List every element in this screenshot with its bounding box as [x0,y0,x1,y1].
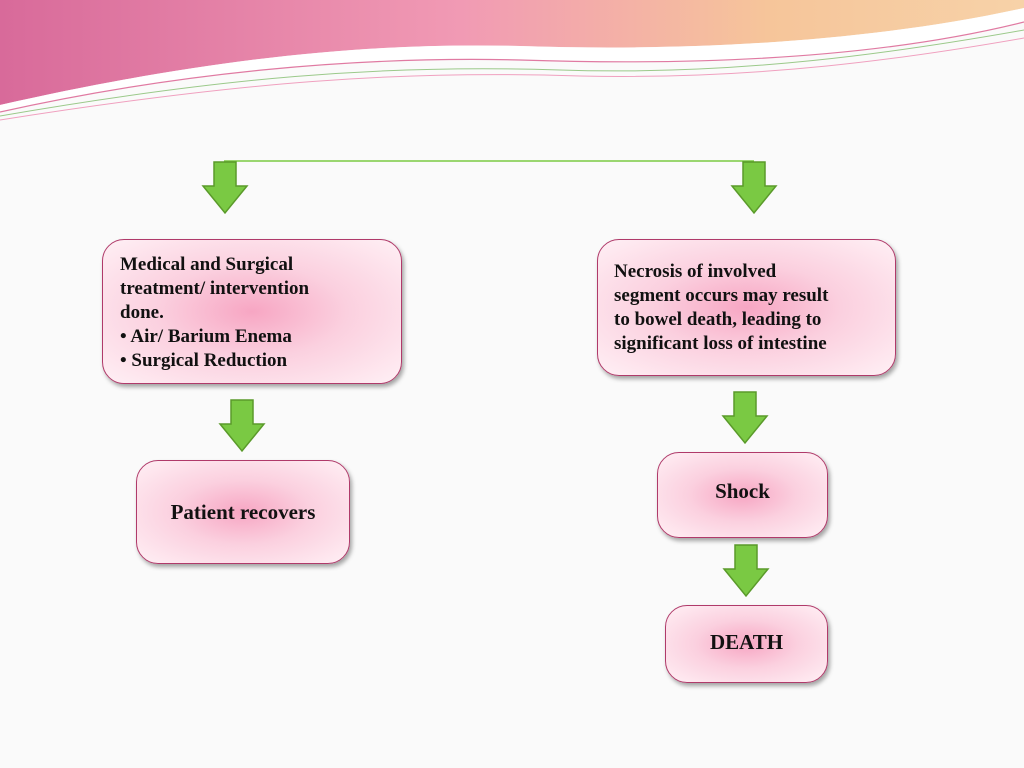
down-arrow-icon [730,161,778,215]
death-label: DEATH [709,629,784,654]
treatment-line: done. [120,302,164,323]
connector-line [224,160,754,162]
treatment-bullet: • Air/ Barium Enema [120,326,292,347]
treatment-bullet-text: Surgical Reduction [131,350,288,371]
patient-recovers-label: Patient recovers [170,499,316,524]
down-arrow-icon [722,544,770,598]
treatment-bullet-text: Air/ Barium Enema [130,326,292,347]
necrosis-box: Necrosis of involved segment occurs may … [597,239,896,376]
header-wave-decoration [0,0,1024,121]
down-arrow-icon [721,391,769,445]
death-box: DEATH [665,605,828,683]
shock-label: Shock [715,478,770,503]
necrosis-line: significant loss of intestine [614,333,827,354]
necrosis-line: segment occurs may result [614,285,829,306]
necrosis-line: Necrosis of involved [614,261,777,282]
shock-box: Shock [657,452,828,538]
down-arrow-icon [218,399,266,453]
necrosis-line: to bowel death, leading to [614,309,822,330]
treatment-box: Medical and Surgical treatment/ interven… [102,239,402,384]
treatment-line: Medical and Surgical [120,254,294,275]
patient-recovers-box: Patient recovers [136,460,350,564]
treatment-line: treatment/ intervention [120,278,310,299]
down-arrow-icon [201,161,249,215]
treatment-bullet: • Surgical Reduction [120,350,288,371]
